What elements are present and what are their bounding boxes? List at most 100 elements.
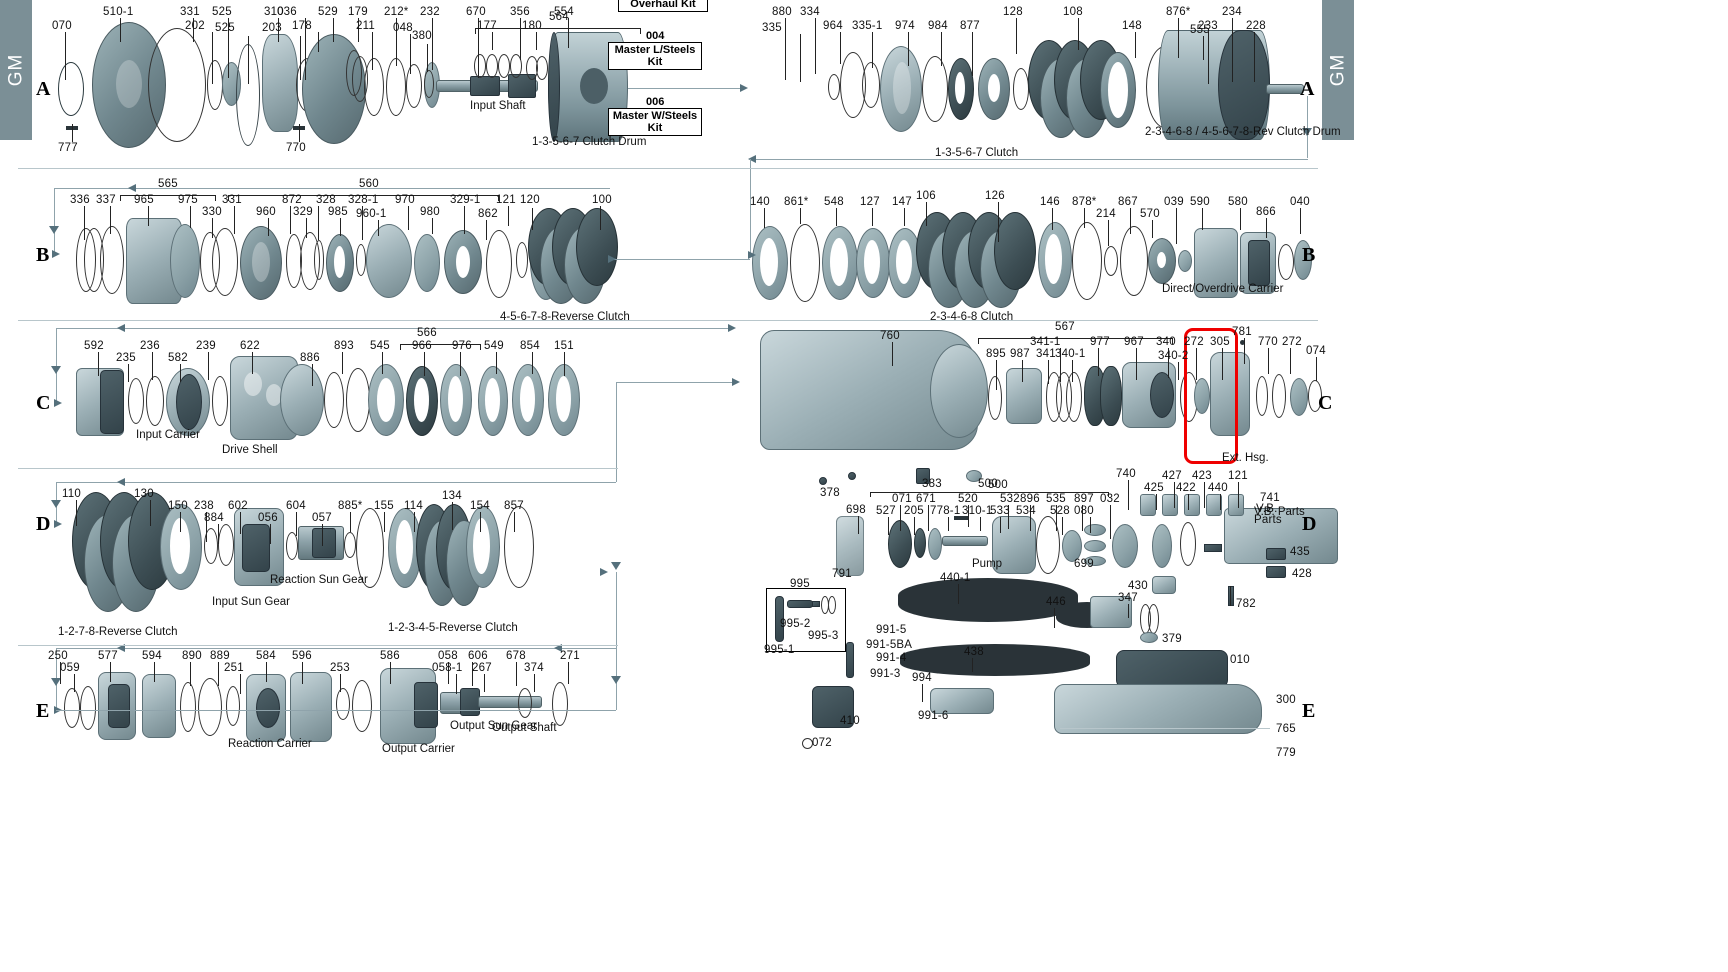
part-number-884: 884: [204, 512, 224, 524]
leader-line: [384, 512, 385, 532]
kit-number-006: 006: [646, 96, 665, 108]
part-number-760: 760: [880, 330, 900, 342]
leader-line: [1178, 18, 1179, 58]
part-number-777: 777: [58, 142, 78, 154]
leader-line: [270, 524, 271, 544]
leader-line: [414, 512, 415, 532]
leader-line: [532, 352, 533, 374]
part-number-121: 121: [496, 194, 516, 206]
part-number-010: 010: [1230, 654, 1250, 666]
leader-line: [472, 662, 473, 686]
leader-line: [1208, 32, 1209, 84]
part-number-228: 228: [1246, 20, 1266, 32]
part-number-146: 146: [1040, 196, 1060, 208]
part-number-271: 271: [560, 650, 580, 662]
part-number-590: 590: [1190, 196, 1210, 208]
part-number-177: 177: [477, 20, 497, 32]
part-number-596: 596: [292, 650, 312, 662]
leader-line: [152, 352, 153, 380]
leader-line: [815, 18, 816, 74]
part-number-234: 234: [1222, 6, 1242, 18]
part-number-555: 555: [1190, 24, 1210, 36]
part-number-535: 535: [1046, 493, 1066, 505]
part-number-995: 995: [790, 578, 810, 590]
red-highlight-box: [1184, 328, 1238, 464]
gm-brand-tab-right: GM: [1322, 0, 1354, 140]
part-number-781: 781: [1232, 326, 1252, 338]
part-number-106: 106: [916, 190, 936, 202]
part-number-765: 765: [1276, 723, 1296, 735]
leader-line: [218, 662, 219, 686]
part-number-074: 074: [1306, 345, 1326, 357]
leader-line: [98, 352, 99, 376]
part-number-897: 897: [1074, 493, 1094, 505]
part-number-861: 861*: [784, 196, 809, 208]
leader-line: [240, 512, 241, 534]
caption-drive-shell: Drive Shell: [222, 444, 278, 456]
part-number-965: 965: [134, 194, 154, 206]
leader-line: [302, 662, 303, 684]
caption-1-2-3-4-5-reverse-clutch: 1-2-3-4-5-Reverse Clutch: [388, 622, 518, 634]
leader-line: [785, 18, 786, 80]
caption-ext-hsg: Ext. Hsg.: [1222, 452, 1269, 464]
part-number-305: 305: [1210, 336, 1230, 348]
part-number-310-1: 310-1: [962, 505, 993, 517]
part-number-233: 233: [1198, 20, 1218, 32]
leader-line: [520, 18, 521, 60]
caption-input-carrier: Input Carrier: [136, 429, 200, 441]
part-number-995-1: 995-1: [764, 644, 795, 656]
part-number-525: 525: [215, 22, 235, 34]
leader-line: [1316, 357, 1317, 381]
leader-line: [65, 32, 66, 80]
leader-line: [372, 32, 373, 70]
part-number-782: 782: [1236, 598, 1256, 610]
part-number-525: 525: [212, 6, 232, 18]
leader-line: [928, 505, 929, 531]
leader-line: [208, 352, 209, 380]
part-number-340: 340: [1156, 336, 1176, 348]
leader-line: [1056, 505, 1057, 531]
leader-line: [193, 18, 194, 42]
leader-line: [1174, 482, 1175, 508]
leader-line: [892, 342, 893, 366]
part-number-994: 994: [912, 672, 932, 684]
leader-line: [1203, 36, 1204, 60]
part-number-577: 577: [98, 650, 118, 662]
caption-output-sun-gear: Output Sun Gear: [450, 720, 537, 732]
leader-line: [836, 208, 837, 226]
leader-line: [74, 674, 75, 692]
leader-line: [1222, 348, 1223, 380]
part-number-435: 435: [1290, 546, 1310, 558]
leader-line: [1152, 220, 1153, 238]
part-number-423: 423: [1192, 470, 1212, 482]
caption-direct-overdrive-carrier: Direct/Overdrive Carrier: [1162, 283, 1284, 295]
leader-line: [72, 124, 73, 142]
leader-line: [252, 352, 253, 374]
part-number-127: 127: [860, 196, 880, 208]
part-number-335: 335: [762, 22, 782, 34]
part-number-699: 699: [1074, 558, 1094, 570]
leader-line: [800, 34, 801, 82]
part-number-253: 253: [330, 662, 350, 674]
leader-line: [110, 206, 111, 234]
part-number-779: 779: [1276, 747, 1296, 759]
part-number-975: 975: [178, 194, 198, 206]
leader-line: [922, 684, 923, 702]
leader-line: [212, 218, 213, 238]
part-number-862: 862: [478, 208, 498, 220]
caption-reaction-carrier: Reaction Carrier: [228, 738, 312, 750]
part-number-238: 238: [194, 500, 214, 512]
leader-line: [516, 662, 517, 686]
leader-line: [1016, 18, 1017, 54]
part-number-205: 205: [904, 505, 924, 517]
part-number-212: 212*: [384, 6, 409, 18]
leader-line: [312, 364, 313, 386]
part-number-877: 877: [960, 20, 980, 32]
part-number-272: 272: [1282, 336, 1302, 348]
leader-line: [427, 44, 428, 72]
part-number-960: 960: [256, 206, 276, 218]
leader-line: [424, 352, 425, 376]
part-number-866: 866: [1256, 206, 1276, 218]
leader-line: [1232, 18, 1233, 82]
part-number-121: 121: [1228, 470, 1248, 482]
